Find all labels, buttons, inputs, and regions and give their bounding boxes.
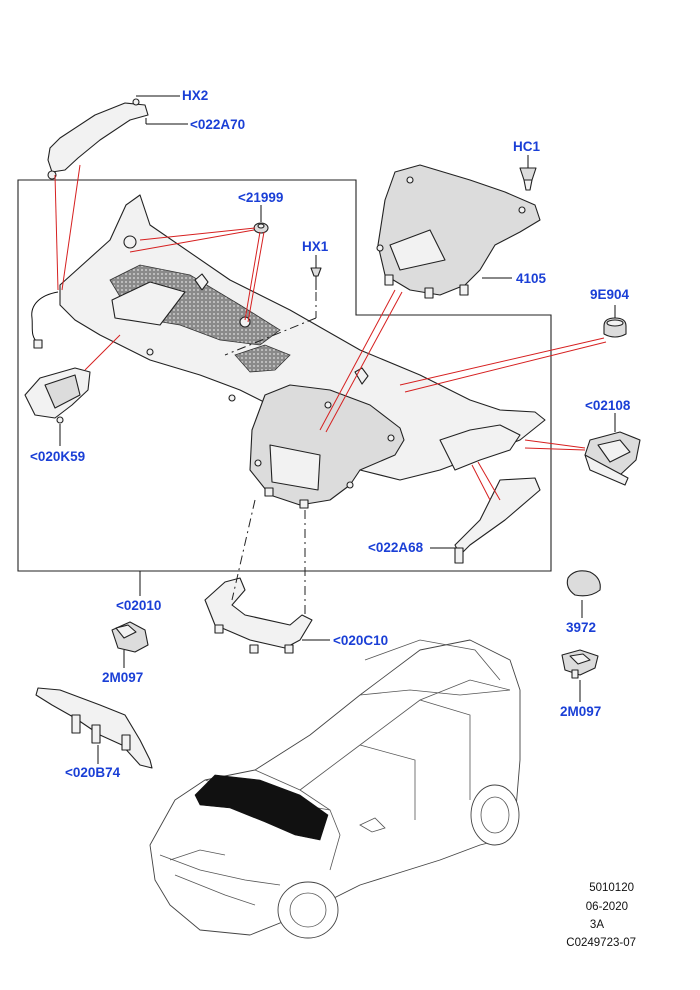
- meta-line-4: C0249723-07: [566, 937, 636, 949]
- label-21999: <21999: [238, 190, 283, 205]
- label-9e904: 9E904: [590, 287, 630, 302]
- part-02108-bracket: [584, 431, 641, 486]
- meta-line-2: 06-2020: [586, 901, 628, 913]
- label-020k59: <020K59: [30, 449, 85, 464]
- meta-line-1: 5010120: [589, 882, 634, 894]
- part-022a70-strip: [47, 98, 149, 180]
- label-022a68: <022A68: [368, 540, 424, 555]
- part-020b74-bracket: [35, 687, 153, 769]
- part-9e904-grommet: [603, 317, 627, 338]
- cowl-cover-center: [249, 384, 405, 509]
- label-hc1: HC1: [513, 139, 540, 154]
- callout-labels: HX2 <022A70 <21999 HX1 HC1 4105 9E904 <0…: [30, 88, 631, 780]
- label-2m097-left: 2M097: [102, 670, 143, 685]
- label-022a70: <022A70: [190, 117, 245, 132]
- part-4105-panel: [376, 164, 541, 299]
- part-21999-clip: [253, 222, 269, 234]
- vehicle-illustration: [149, 639, 521, 939]
- part-2m097-right: [561, 649, 599, 679]
- part-hc1-clip: [519, 167, 537, 191]
- label-4105: 4105: [516, 271, 547, 286]
- diagram-meta: 5010120 06-2020 3A C0249723-07: [566, 882, 636, 949]
- red-leader-lines: [54, 164, 607, 501]
- part-020k59-cover: [24, 367, 91, 424]
- assembly-frame: [17, 179, 552, 572]
- label-020b74: <020B74: [65, 765, 121, 780]
- label-020c10: <020C10: [333, 633, 388, 648]
- part-3972-cap: [566, 570, 601, 597]
- part-020c10-tray: [204, 577, 313, 654]
- right-bracket: [439, 424, 541, 564]
- cowl-panel-main: [31, 194, 546, 481]
- dash-lines: [224, 292, 317, 615]
- label-02108: <02108: [585, 398, 631, 413]
- label-3972: 3972: [566, 620, 596, 635]
- part-hx1-screw: [310, 267, 322, 290]
- label-hx2: HX2: [182, 88, 208, 103]
- label-02010: <02010: [116, 598, 161, 613]
- part-2m097-left: [111, 621, 149, 653]
- leader-lines: [59, 95, 616, 764]
- meta-line-3: 3A: [590, 919, 604, 931]
- label-hx1: HX1: [302, 239, 329, 254]
- label-2m097-right: 2M097: [560, 704, 601, 719]
